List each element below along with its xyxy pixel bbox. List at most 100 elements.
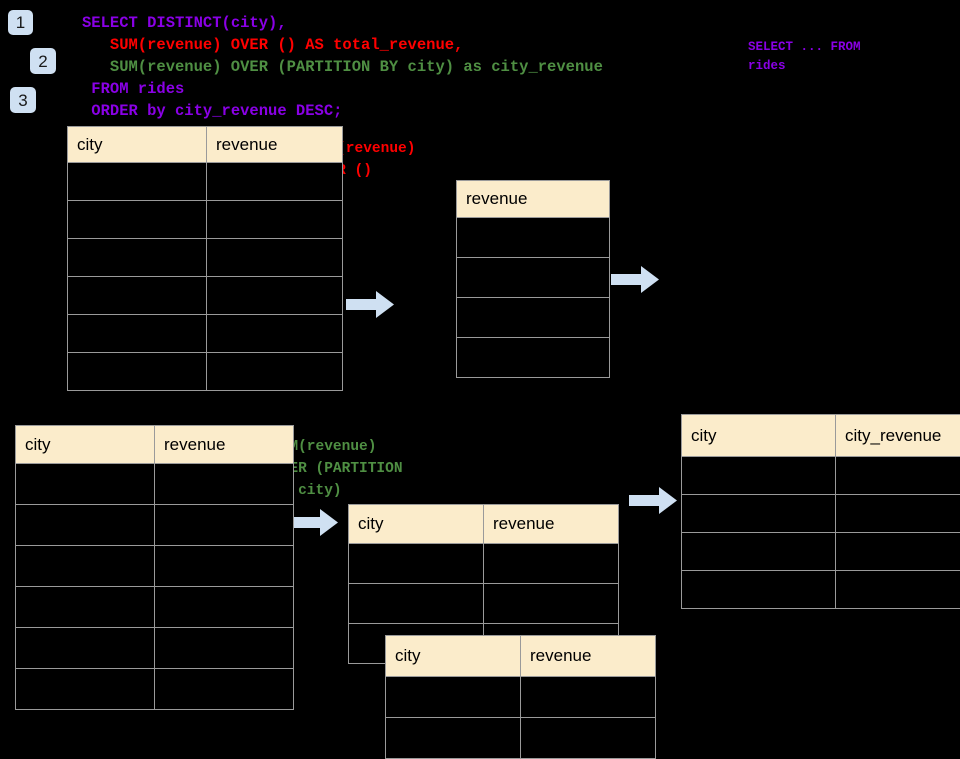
column-header-revenue: revenue: [207, 127, 343, 163]
table-cell: [155, 546, 294, 587]
table-row: [457, 338, 610, 378]
table-cell: [207, 315, 343, 353]
sql-query-block: SELECT DISTINCT(city),SUM(revenue) OVER …: [82, 12, 603, 122]
table-cell: [386, 677, 521, 718]
table-cell: [16, 669, 155, 710]
table-cell: [836, 495, 960, 533]
table-row: [16, 505, 294, 546]
table-row: [16, 464, 294, 505]
step-badge-2: 2: [30, 48, 56, 74]
column-header-city: city: [16, 426, 155, 464]
table-cell: [68, 315, 207, 353]
table-cell: [155, 464, 294, 505]
table-cell: [68, 277, 207, 315]
arrow-total-to-result: [611, 266, 659, 293]
table-cell: [457, 338, 610, 378]
table-row: [386, 677, 656, 718]
table-cell: [207, 239, 343, 277]
column-header-revenue: revenue: [484, 505, 619, 544]
table-row: [68, 353, 343, 391]
step-badge-3: 3: [10, 87, 36, 113]
column-header-city: city: [386, 636, 521, 677]
table-cell: [68, 353, 207, 391]
step-badge-1: 1: [8, 10, 33, 35]
table-header-row: revenue: [457, 181, 610, 218]
column-header-revenue: revenue: [457, 181, 610, 218]
sql-line-4: FROM rides: [82, 78, 603, 100]
table-cell: [682, 533, 836, 571]
table-row: [457, 218, 610, 258]
table-row: [68, 201, 343, 239]
table-row: [457, 298, 610, 338]
table-cell: [207, 201, 343, 239]
table-cell: [836, 457, 960, 495]
table-cell: [68, 239, 207, 277]
table-row: [386, 718, 656, 759]
table-row: [68, 163, 343, 201]
sql-line-5: ORDER by city_revenue DESC;: [82, 100, 603, 122]
table-row: [16, 546, 294, 587]
table-cell: [457, 218, 610, 258]
column-header-city_revenue: city_revenue: [836, 415, 960, 457]
table-row: [682, 457, 960, 495]
table-cell: [521, 677, 656, 718]
table-row: [682, 495, 960, 533]
sql-line-2: SUM(revenue) OVER () AS total_revenue,: [82, 34, 603, 56]
table-cell: [386, 718, 521, 759]
table-cell: [68, 163, 207, 201]
table-row: [68, 315, 343, 353]
sql-line-1: SELECT DISTINCT(city),: [82, 12, 603, 34]
table-row: [457, 258, 610, 298]
table-cell: [155, 628, 294, 669]
table-row: [682, 571, 960, 609]
table-row: [682, 533, 960, 571]
table-cell: [349, 584, 484, 624]
table-cell: [484, 544, 619, 584]
table-cell: [836, 533, 960, 571]
table-cell: [16, 464, 155, 505]
table-cell: [16, 628, 155, 669]
table-cell: [207, 163, 343, 201]
arrow-source-to-total: [346, 291, 394, 318]
total-revenue-table: revenue: [456, 180, 610, 378]
table-cell: [682, 495, 836, 533]
table-row: [16, 669, 294, 710]
table-cell: [682, 571, 836, 609]
table-row: [349, 544, 619, 584]
table-cell: [16, 587, 155, 628]
column-header-city: city: [68, 127, 207, 163]
table-cell: [349, 544, 484, 584]
arrow-source-to-partition: [290, 509, 338, 536]
table-cell: [16, 505, 155, 546]
arrow-partition-to-result: [629, 487, 677, 514]
table-row: [16, 628, 294, 669]
column-header-city: city: [349, 505, 484, 544]
table-cell: [155, 505, 294, 546]
table-row: [68, 277, 343, 315]
column-header-revenue: revenue: [521, 636, 656, 677]
table-cell: [155, 669, 294, 710]
table-row: [68, 239, 343, 277]
table-cell: [457, 298, 610, 338]
table-cell: [16, 546, 155, 587]
table-cell: [207, 353, 343, 391]
table-cell: [207, 277, 343, 315]
table-cell: [155, 587, 294, 628]
column-header-city: city: [682, 415, 836, 457]
table-cell: [457, 258, 610, 298]
column-header-revenue: revenue: [155, 426, 294, 464]
table-cell: [836, 571, 960, 609]
table-cell: [521, 718, 656, 759]
table-cell: [682, 457, 836, 495]
table-cell: [484, 584, 619, 624]
sql-line-3: SUM(revenue) OVER (PARTITION BY city) as…: [82, 56, 603, 78]
